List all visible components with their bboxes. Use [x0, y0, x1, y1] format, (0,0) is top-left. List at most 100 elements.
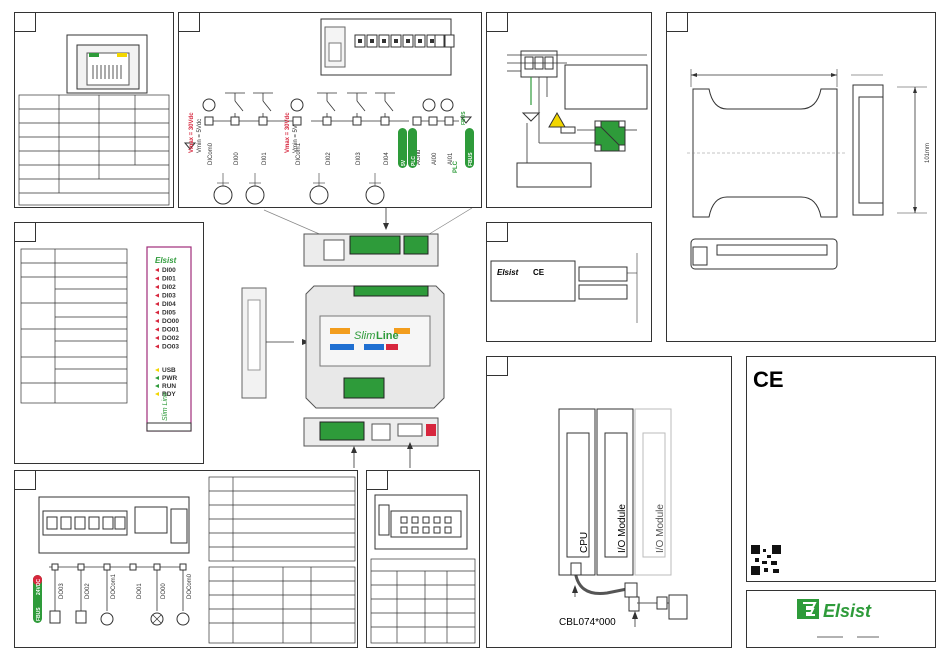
rack-module-io-1: I/O Module — [617, 504, 628, 553]
usb-pin — [433, 526, 441, 534]
optocoupler-icon — [213, 185, 233, 205]
panel-dimensions: 101mm — [666, 12, 936, 342]
fbus-label: FBUS — [461, 111, 467, 125]
section-tag — [667, 13, 688, 32]
qr-code-icon — [751, 545, 781, 575]
led-red-icon — [155, 344, 159, 349]
di-label: DICom1 — [296, 142, 302, 165]
section-tag — [487, 223, 508, 242]
supply-icon — [202, 98, 216, 112]
terminal-screw — [444, 34, 455, 48]
vmax-label: Vmax = 30Vdc — [189, 112, 195, 153]
terminal-screw — [74, 516, 86, 530]
led-label: DO03 — [162, 344, 179, 351]
vmin-label: Vmin = 5Vdc — [197, 119, 203, 153]
di-label: DI03 — [356, 152, 362, 165]
panel-ethernet — [14, 12, 174, 208]
section-tag — [179, 13, 200, 32]
ethernet-diagram — [18, 34, 170, 206]
led-label: DI03 — [162, 293, 176, 300]
usb-pin — [411, 526, 419, 534]
terminal-node — [444, 116, 454, 126]
status-led-label: RUN — [162, 383, 176, 390]
bus-pill-fbus — [465, 128, 474, 168]
output-label: DOCom1 — [111, 573, 117, 599]
panel-brand: Elsist — [746, 590, 936, 648]
led-status-icon — [155, 392, 159, 396]
terminal-node — [153, 563, 161, 571]
terminal-node — [352, 116, 362, 126]
panel-power-wiring — [486, 12, 652, 208]
led-red-icon — [155, 293, 159, 298]
terminal-node — [258, 116, 268, 126]
panel-usb — [366, 470, 480, 648]
led-status-icon — [155, 384, 159, 388]
led-legend-diagram: Elsist DI00DI01DI02DI03DI04DI05DO00DO01D… — [20, 246, 192, 432]
plc-label: PLC — [453, 160, 459, 173]
optocoupler-icon — [309, 185, 329, 205]
led-label: DI02 — [162, 284, 176, 291]
usb-pin — [411, 516, 419, 524]
bus-pill-fbus-out — [33, 575, 42, 623]
rack-diagram: CPU I/O Module I/O Module CBL074*000 — [558, 408, 688, 628]
usb-pin — [400, 516, 408, 524]
ce-diagram: CE — [751, 367, 784, 575]
bus-pill-plc — [408, 128, 417, 168]
relay-coil-icon — [49, 610, 61, 624]
terminal-node — [179, 563, 187, 571]
relay-coil-icon — [75, 610, 87, 624]
section-tag — [15, 471, 36, 490]
di-label: DI04 — [384, 152, 390, 165]
center-module-area: Slim Line — [204, 208, 486, 468]
di-label: DICom0 — [208, 142, 214, 165]
section-tag — [367, 471, 388, 490]
usb-pin — [444, 516, 452, 524]
ai-label: AI00 — [432, 152, 438, 165]
terminal-node — [292, 116, 302, 126]
vmax-label-2: Vmax = 30Vdc — [285, 112, 291, 153]
module-illustrations: Slim Line — [241, 208, 473, 468]
terminal-node — [230, 116, 240, 126]
output-label: DO00 — [161, 583, 167, 599]
led-label: DO00 — [162, 318, 179, 325]
terminal-node — [77, 563, 85, 571]
height-dimension: 101mm — [925, 143, 931, 163]
output-label: DO03 — [59, 583, 65, 599]
brand-line: Line — [376, 330, 399, 342]
bus-plc-label: PLC — [411, 156, 417, 166]
label-brand: Elsist — [497, 268, 519, 277]
label-diagram: Elsist CE — [490, 253, 638, 323]
di-label: DI00 — [234, 152, 240, 165]
led-red-icon — [155, 268, 159, 272]
ground-icon — [183, 142, 197, 150]
panel-ce: CE — [746, 356, 936, 582]
usb-pin — [444, 526, 452, 534]
panel-rack: CPU I/O Module I/O Module CBL074*000 — [486, 356, 732, 648]
ce-mark: CE — [753, 367, 784, 392]
led-label: DI00 — [162, 267, 176, 274]
status-led-label: PWR — [162, 375, 177, 382]
led-status-icon — [155, 368, 159, 372]
usb-diagram — [370, 494, 476, 644]
led-red-icon — [155, 285, 159, 289]
terminal-screw — [88, 516, 100, 530]
usb-table — [370, 558, 476, 644]
ai-label: AI01 — [448, 152, 454, 165]
led-red-icon — [155, 302, 159, 306]
led-red-icon — [155, 336, 159, 340]
supply-icon — [176, 612, 190, 626]
terminal-screw — [434, 34, 445, 48]
led-label: DO01 — [162, 327, 179, 334]
ground-icon — [459, 116, 473, 124]
terminal-node — [322, 116, 332, 126]
terminal-node — [380, 116, 390, 126]
bus-fbus-label: FBUS — [468, 152, 474, 166]
panel-label: Elsist CE — [486, 222, 652, 342]
dimensions-diagram: 101mm — [687, 69, 931, 270]
terminal-screw — [114, 516, 126, 530]
footer-brand: Elsist — [823, 601, 872, 621]
bus-pill-24v — [33, 575, 42, 585]
